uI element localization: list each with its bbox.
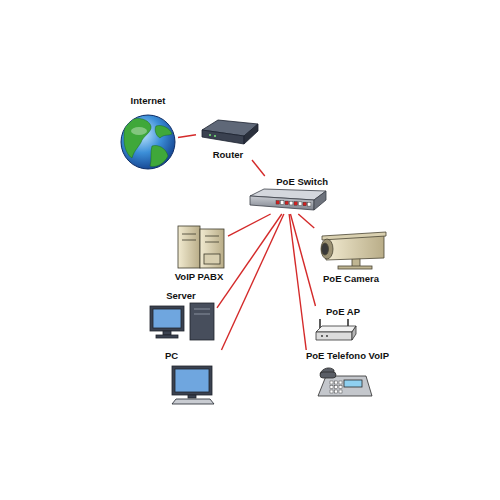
network-cable bbox=[290, 214, 315, 306]
device-label: Internet bbox=[131, 95, 166, 106]
phone-key bbox=[339, 390, 342, 393]
switch-port bbox=[303, 202, 306, 206]
phone-key bbox=[339, 381, 342, 384]
device-label: Server bbox=[166, 290, 196, 301]
globe-icon bbox=[121, 115, 175, 169]
network-cable bbox=[298, 214, 314, 228]
device-label: PoE AP bbox=[326, 306, 360, 317]
pc-device: PC bbox=[165, 350, 227, 406]
camera-icon bbox=[321, 232, 386, 269]
device-label: VoIP PABX bbox=[175, 271, 224, 282]
network-cable bbox=[217, 214, 282, 308]
router-device: Router bbox=[196, 116, 260, 160]
phone-device: PoE Telefono VoIP bbox=[300, 350, 395, 402]
switch-icon bbox=[250, 189, 326, 210]
device-label: PoE Switch bbox=[276, 176, 328, 187]
phone-key bbox=[339, 386, 342, 389]
switch-port bbox=[308, 202, 311, 206]
switch-port bbox=[276, 201, 279, 205]
internet-cloud: Internet bbox=[118, 95, 178, 173]
access-point-device: PoE AP bbox=[312, 306, 360, 348]
access-point-icon bbox=[316, 319, 356, 340]
switch-port bbox=[285, 201, 288, 205]
network-cable bbox=[289, 214, 306, 350]
switch-port bbox=[299, 202, 302, 206]
switch-port bbox=[294, 202, 297, 206]
router-icon bbox=[202, 120, 258, 144]
network-cable bbox=[221, 214, 283, 350]
network-cable bbox=[178, 135, 196, 138]
device-label: PoE Camera bbox=[323, 273, 379, 284]
server-icon bbox=[150, 303, 214, 340]
phone-key bbox=[330, 390, 333, 393]
switch-device: PoE Switch bbox=[246, 176, 328, 214]
phone-icon bbox=[318, 368, 372, 396]
switch-port bbox=[281, 201, 284, 205]
device-label: Router bbox=[213, 149, 244, 160]
phone-key bbox=[330, 386, 333, 389]
switch-port bbox=[290, 201, 293, 205]
network-cable bbox=[252, 160, 265, 176]
phone-key bbox=[335, 381, 338, 384]
network-cable bbox=[228, 214, 271, 236]
pabx-device: VoIP PABX bbox=[170, 220, 228, 282]
pc-icon bbox=[172, 366, 214, 404]
camera-device: PoE Camera bbox=[312, 228, 390, 284]
phone-key bbox=[335, 390, 338, 393]
device-label: PoE Telefono VoIP bbox=[306, 350, 389, 361]
phone-key bbox=[335, 386, 338, 389]
device-label: PC bbox=[165, 350, 178, 361]
pabx-icon bbox=[178, 226, 224, 268]
server-device: Server bbox=[145, 290, 217, 342]
phone-key bbox=[330, 381, 333, 384]
